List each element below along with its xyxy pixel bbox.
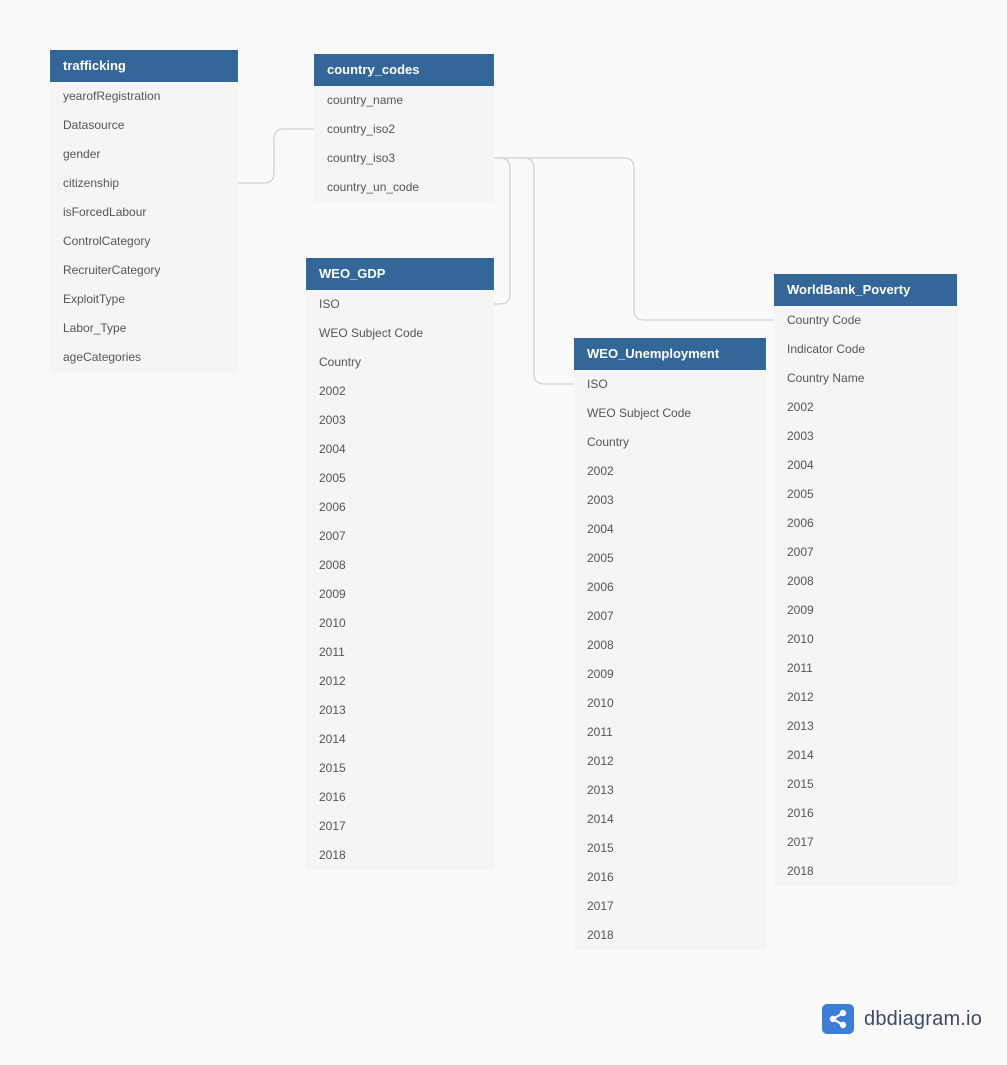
field-row[interactable]: 2018 xyxy=(587,928,614,942)
field-row[interactable]: Indicator Code xyxy=(787,342,866,356)
field-row[interactable]: 2013 xyxy=(787,719,814,733)
field-row[interactable]: 2007 xyxy=(787,545,814,559)
field-row[interactable]: 2016 xyxy=(787,806,814,820)
field-row[interactable]: 2006 xyxy=(587,580,614,594)
field-row[interactable]: 2009 xyxy=(319,587,346,601)
field-row[interactable]: 2013 xyxy=(587,783,614,797)
field-row[interactable]: ISO xyxy=(319,297,340,311)
field-row[interactable]: 2015 xyxy=(587,841,614,855)
field-row[interactable]: 2010 xyxy=(587,696,614,710)
field-row[interactable]: 2004 xyxy=(319,442,346,456)
field-row[interactable]: 2008 xyxy=(587,638,614,652)
field-row[interactable]: Country Name xyxy=(787,371,865,385)
field-row[interactable]: 2014 xyxy=(787,748,814,762)
field-row[interactable]: ControlCategory xyxy=(63,234,151,248)
field-row[interactable]: 2006 xyxy=(319,500,346,514)
field-row[interactable]: 2013 xyxy=(319,703,346,717)
field-row[interactable]: 2012 xyxy=(587,754,614,768)
field-row[interactable]: country_name xyxy=(327,93,404,107)
field-row[interactable]: 2012 xyxy=(787,690,814,704)
field-row[interactable]: 2007 xyxy=(587,609,614,623)
field-row[interactable]: RecruiterCategory xyxy=(63,263,161,277)
field-row[interactable]: 2011 xyxy=(587,725,613,739)
field-row[interactable]: 2006 xyxy=(787,516,814,530)
table-header[interactable]: WEO_GDP xyxy=(306,258,494,290)
share-nodes-icon xyxy=(822,1004,854,1034)
field-row[interactable]: gender xyxy=(63,147,101,161)
field-row[interactable]: 2017 xyxy=(787,835,814,849)
field-row[interactable]: Country xyxy=(587,435,630,449)
field-row[interactable]: 2015 xyxy=(319,761,346,775)
field-row[interactable]: 2005 xyxy=(787,487,814,501)
field-row[interactable]: country_iso3 xyxy=(327,151,396,165)
field-row[interactable]: 2011 xyxy=(787,661,813,675)
table-header[interactable]: WorldBank_Poverty xyxy=(774,274,957,306)
field-row[interactable]: 2010 xyxy=(787,632,814,646)
field-row[interactable]: 2016 xyxy=(319,790,346,804)
field-row[interactable]: 2017 xyxy=(319,819,346,833)
field-row[interactable]: 2005 xyxy=(587,551,614,565)
field-row[interactable]: 2014 xyxy=(319,732,346,746)
relation-country-iso3-to-weo-gdp-iso[interactable] xyxy=(494,157,511,305)
relation-country-iso3-to-weo-unemployment-iso[interactable] xyxy=(494,157,574,385)
field-row[interactable]: 2004 xyxy=(587,522,614,536)
field-row[interactable]: 2003 xyxy=(587,493,614,507)
relation-country-iso3-to-worldbank-country-code[interactable] xyxy=(494,157,774,321)
field-row[interactable]: 2011 xyxy=(319,645,345,659)
field-row[interactable]: 2008 xyxy=(787,574,814,588)
brand-watermark[interactable]: dbdiagram.io xyxy=(822,1004,982,1034)
field-row[interactable]: Labor_Type xyxy=(63,321,127,335)
relation-citizenship-to-country-iso2[interactable] xyxy=(238,128,314,184)
field-row[interactable]: country_un_code xyxy=(327,180,420,194)
field-row[interactable]: ISO xyxy=(587,377,608,391)
field-row[interactable]: 2015 xyxy=(787,777,814,791)
field-row[interactable]: WEO Subject Code xyxy=(319,326,424,340)
table-header[interactable]: WEO_Unemployment xyxy=(574,338,766,370)
field-row[interactable]: 2008 xyxy=(319,558,346,572)
field-row[interactable]: 2003 xyxy=(319,413,346,427)
field-row[interactable]: 2010 xyxy=(319,616,346,630)
field-row[interactable]: 2004 xyxy=(787,458,814,472)
field-row[interactable]: isForcedLabour xyxy=(63,205,147,219)
field-row[interactable]: citizenship xyxy=(63,176,120,190)
field-row[interactable]: 2018 xyxy=(319,848,346,862)
table-header[interactable]: trafficking xyxy=(50,50,238,82)
field-row[interactable]: country_iso2 xyxy=(327,122,396,136)
field-row[interactable]: 2014 xyxy=(587,812,614,826)
field-row[interactable]: 2009 xyxy=(787,603,814,617)
field-row[interactable]: 2002 xyxy=(787,400,814,414)
field-row[interactable]: 2002 xyxy=(587,464,614,478)
field-row[interactable]: WEO Subject Code xyxy=(587,406,692,420)
field-row[interactable]: ageCategories xyxy=(63,350,142,364)
field-row[interactable]: 2009 xyxy=(587,667,614,681)
field-row[interactable]: 2017 xyxy=(587,899,614,913)
field-row[interactable]: 2003 xyxy=(787,429,814,443)
field-row[interactable]: 2005 xyxy=(319,471,346,485)
field-row[interactable]: 2007 xyxy=(319,529,346,543)
field-row[interactable]: 2002 xyxy=(319,384,346,398)
field-row[interactable]: Datasource xyxy=(63,118,125,132)
field-row[interactable]: 2016 xyxy=(587,870,614,884)
field-row[interactable]: yearofRegistration xyxy=(63,89,161,103)
field-row[interactable]: Country xyxy=(319,355,362,369)
table-header[interactable]: country_codes xyxy=(314,54,494,86)
field-row[interactable]: 2018 xyxy=(787,864,814,878)
field-row[interactable]: 2012 xyxy=(319,674,346,688)
field-row[interactable]: Country Code xyxy=(787,313,862,327)
brand-name: dbdiagram.io xyxy=(864,1007,983,1030)
field-row[interactable]: ExploitType xyxy=(63,292,126,306)
